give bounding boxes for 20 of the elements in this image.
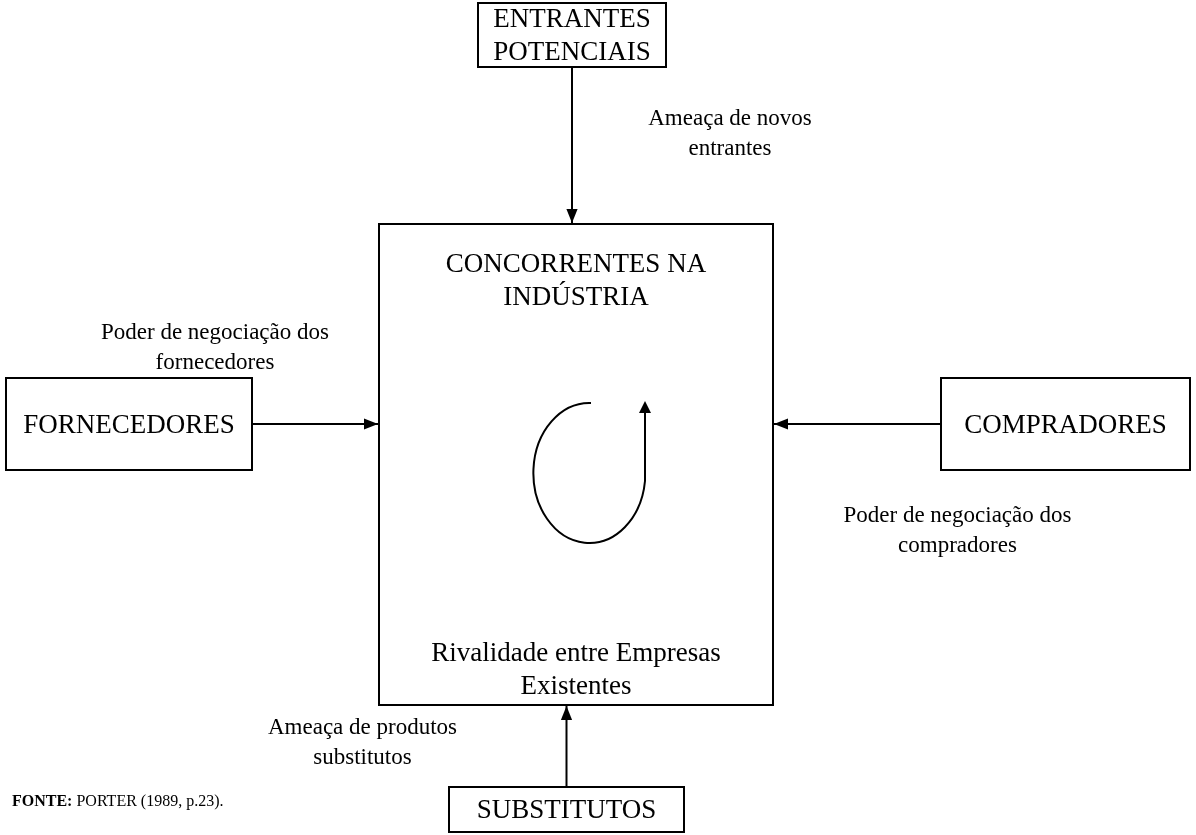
- edge-label: Poder de negociação dos fornecedores: [100, 318, 330, 376]
- edge-label: Poder de negociação dos compradores: [842, 501, 1073, 559]
- force-box: [5, 377, 253, 471]
- force-box: [477, 2, 667, 68]
- box-title: COMPRADORES: [964, 407, 1167, 441]
- arrow: [566, 67, 578, 224]
- box-title: ENTRANTES POTENCIAIS: [492, 2, 652, 68]
- box-title: SUBSTITUTOS: [476, 793, 657, 826]
- center-box: [378, 223, 774, 706]
- arrow: [252, 418, 379, 430]
- force-box: [448, 786, 685, 833]
- box-title: CONCORRENTES NA INDÚSTRIA: [444, 247, 708, 313]
- force-box: [940, 377, 1191, 471]
- edge-label: Ameaça de novos entrantes: [647, 104, 813, 162]
- arrow: [773, 418, 941, 430]
- arrow: [560, 705, 573, 787]
- source-note: FONTE: PORTER (1989, p.23).: [12, 792, 224, 810]
- edge-label: Ameaça de produtos substitutos: [266, 713, 458, 771]
- box-title: FORNECEDORES: [23, 407, 235, 441]
- box-text: Rivalidade entre Empresas Existentes: [430, 636, 722, 702]
